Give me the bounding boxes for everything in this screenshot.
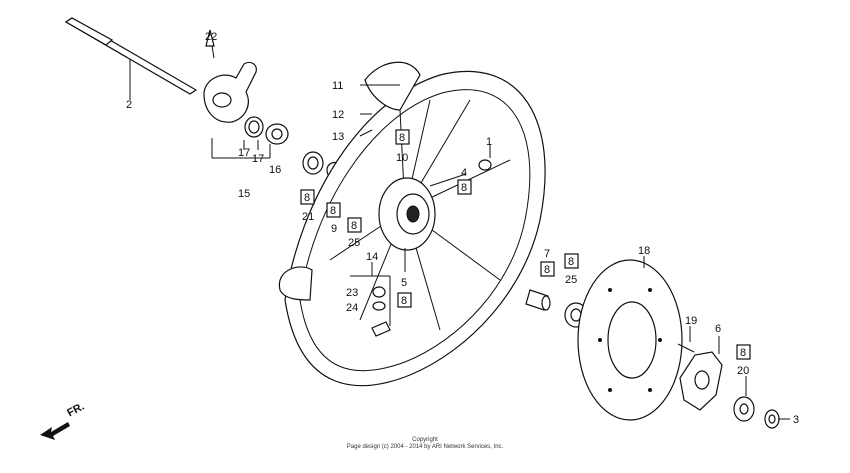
callout-25a: 25 [348, 237, 360, 249]
callout-3: 3 [793, 414, 799, 426]
callout-11: 11 [332, 80, 343, 92]
callout-7: 7 [544, 248, 550, 260]
disc-bolt-part [677, 343, 695, 353]
boxed-label-4: 8 [399, 132, 405, 144]
boxed-label-8: 8 [568, 256, 574, 268]
valve-part [478, 159, 492, 171]
bearing-21-part [302, 151, 324, 175]
callout-13: 13 [332, 131, 344, 143]
boxed-label-3: 8 [351, 220, 357, 232]
copyright-line-1: Copyright [412, 437, 438, 443]
callout-14: 14 [366, 251, 378, 263]
callout-18: 18 [638, 245, 650, 257]
rim-band-part [278, 266, 313, 301]
callout-19: 19 [685, 315, 697, 327]
seal-ring-part [244, 116, 264, 138]
copyright-line-2: Page design (c) 2004 - 2014 by ARI Netwo… [346, 444, 504, 450]
callout-5: 5 [401, 277, 407, 289]
callout-20: 20 [737, 365, 749, 377]
callout-17b: 17 [252, 153, 264, 165]
speedometer-gearbox-part [203, 29, 257, 123]
gear-retainer-part [265, 123, 289, 145]
callout-12: 12 [332, 109, 344, 121]
hub-part [378, 177, 436, 251]
boxed-label-1: 8 [304, 192, 310, 204]
callout-15: 15 [238, 188, 250, 200]
valve-nut-part [371, 286, 391, 337]
callout-9: 9 [331, 223, 337, 235]
callout-23: 23 [346, 287, 358, 299]
callout-24: 24 [346, 302, 358, 314]
spacer-part [525, 289, 551, 311]
callout-4: 4 [461, 167, 467, 179]
callout-2: 2 [126, 99, 132, 111]
boxed-label-5: 8 [461, 182, 467, 194]
axle-part [64, 17, 198, 100]
boxed-label-2: 8 [330, 205, 336, 217]
callout-21: 21 [302, 211, 314, 223]
callout-1: 1 [486, 136, 492, 148]
boxed-label-9: 8 [740, 347, 746, 359]
hub-flange-part [679, 351, 723, 411]
callout-22: 22 [205, 31, 217, 43]
front-direction-arrow-icon [40, 422, 70, 440]
seal-20-part [733, 396, 755, 422]
leader-lines [211, 84, 790, 420]
callout-16: 16 [269, 164, 281, 176]
callout-6: 6 [715, 323, 721, 335]
callout-10: 10 [396, 152, 408, 164]
boxed-label-7: 8 [544, 264, 550, 276]
boxed-label-6: 8 [401, 295, 407, 307]
callout-25b: 25 [565, 274, 577, 286]
brake-disc-part [577, 259, 683, 421]
boxed-label-group: 8 8 8 8 8 8 8 8 8 [300, 129, 751, 360]
callout-17a: 17 [238, 147, 250, 159]
collar-part [764, 409, 780, 429]
